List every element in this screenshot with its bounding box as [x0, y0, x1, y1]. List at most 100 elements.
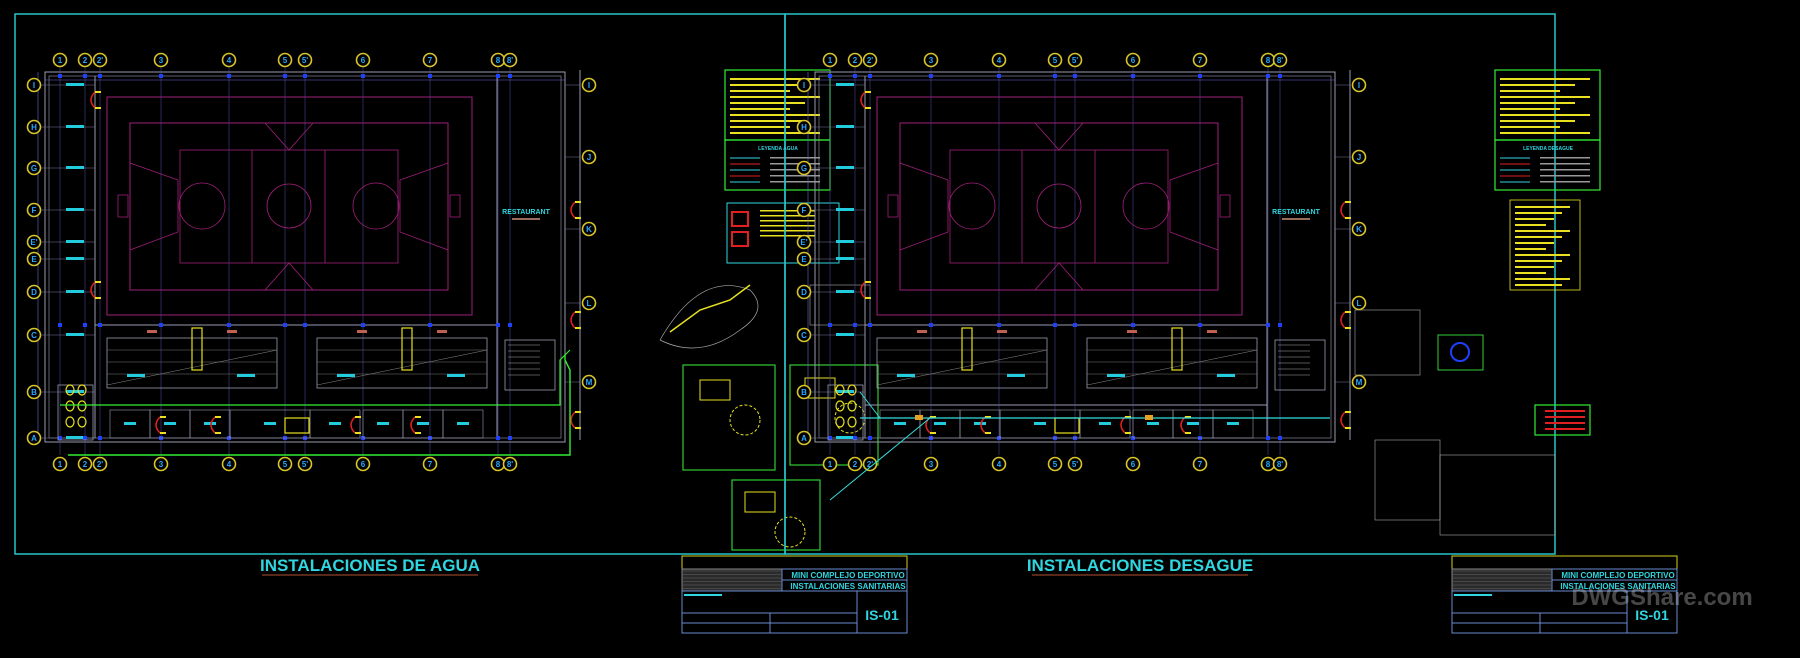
note-line [1545, 410, 1585, 412]
door-frame [1345, 327, 1351, 329]
grid-bubble-label: 4 [997, 460, 1002, 469]
door-frame [1125, 432, 1131, 434]
key-circle [1122, 182, 1170, 230]
isometric-pipe [669, 284, 751, 333]
door-frame [1125, 416, 1131, 418]
grid-bubble: 8' [502, 52, 518, 68]
legend-text-line [1540, 163, 1590, 165]
grid-bubble-label: 2' [867, 460, 873, 469]
grid-bubble: I [796, 77, 812, 93]
three-point-line [129, 162, 179, 251]
structural-column [1278, 323, 1282, 327]
fixture-detail [774, 516, 806, 548]
grid-bubble-circle [502, 52, 518, 68]
sheet-drainage[interactable]: 11222'2'3344555'5'6677888'8'IHGFE'EDCBAI… [784, 13, 1678, 634]
grid-bubble-circle [422, 456, 438, 472]
fixture-marker [1217, 374, 1235, 377]
hoop [449, 194, 461, 218]
structural-column [929, 74, 933, 78]
toilet-fixture [65, 400, 75, 412]
grid-bubble-label: A [31, 434, 37, 443]
structural-column [303, 74, 307, 78]
grid-bubble-circle [26, 284, 42, 300]
structural-column [1266, 436, 1270, 440]
grid-bubble-label: 8 [1266, 460, 1271, 469]
grid-bubble-circle [52, 456, 68, 472]
grid-bubble-circle [581, 221, 597, 237]
court-lines [129, 122, 449, 291]
legend-text-line [770, 175, 820, 177]
grid-bubble-label: I [1358, 81, 1360, 90]
room [442, 409, 484, 439]
grid-bubble-label: 5' [1072, 56, 1078, 65]
door-swing [1340, 201, 1346, 219]
fixture-marker [66, 290, 84, 293]
grid-bubble-label: 1 [58, 460, 63, 469]
grid-bubble-circle [26, 384, 42, 400]
door-frame [1345, 427, 1351, 429]
detail-section [1374, 439, 1441, 521]
structural-column [159, 323, 163, 327]
note-line [1515, 236, 1562, 238]
grid-bubble-label: H [801, 123, 807, 132]
sheet-title: INSTALACIONES DESAGUE [1027, 556, 1253, 575]
structural-column [361, 323, 365, 327]
grid-bubble: 1 [52, 52, 68, 68]
note-line [1515, 254, 1570, 256]
grid-bubble-circle [1067, 52, 1083, 68]
grid-bubble-label: L [587, 299, 592, 308]
sports-court [876, 96, 1243, 316]
toilet-fixture [65, 384, 75, 396]
grid-bubble-label: 2 [853, 56, 858, 65]
court-lines [899, 122, 1219, 291]
legend-text-line [1540, 169, 1590, 171]
grid-bubble: 8' [1272, 456, 1288, 472]
door-frame [985, 432, 991, 434]
room-label-underline [1282, 218, 1310, 220]
grid-bubble-label: B [801, 388, 807, 397]
door-frame [575, 311, 581, 313]
grid-bubble: 1 [822, 456, 838, 472]
grid-bubble-label: 1 [58, 56, 63, 65]
grid-bubble-label: 6 [361, 56, 366, 65]
grid-bubble-label: 4 [997, 56, 1002, 65]
fixture-marker [836, 83, 854, 86]
three-point-line [899, 162, 949, 251]
grid-bubble-circle [991, 456, 1007, 472]
project-name: MINI COMPLEJO DEPORTIVO [1561, 571, 1674, 580]
restroom-area [57, 384, 94, 441]
structural-column [496, 74, 500, 78]
grid-bubble-circle [26, 160, 42, 176]
note-line [1515, 272, 1546, 274]
grid-bubble-label: B [31, 388, 37, 397]
fixture-marker [66, 257, 84, 260]
fixture-marker [337, 374, 355, 377]
door-swing [210, 416, 216, 434]
fixture-marker [1007, 374, 1025, 377]
fixture-marker [66, 166, 84, 169]
court-marking [264, 122, 314, 151]
grid-bubble-circle [92, 52, 108, 68]
grid-bubble-label: 2' [97, 460, 103, 469]
grid-bubble-label: 8' [507, 56, 513, 65]
note-line [1500, 114, 1590, 116]
door-frame [355, 416, 361, 418]
grid-bubble-circle [1351, 77, 1367, 93]
tank [284, 417, 310, 434]
grid-bubble-label: I [33, 81, 35, 90]
sheet-water[interactable]: 11222'2'3344555'5'6677888'8'IHGFE'EDCBAI… [14, 13, 908, 634]
fixture-marker [66, 240, 84, 243]
valve-box-detail [731, 231, 749, 247]
grid-bubble-circle [52, 52, 68, 68]
fixture-marker [66, 125, 84, 128]
grid-bubble: 5' [1067, 456, 1083, 472]
grid-bubble: C [26, 327, 42, 343]
grid-bubble-label: 8 [1266, 56, 1271, 65]
fixture-marker [417, 422, 429, 425]
note-line [1515, 242, 1554, 244]
structural-column [58, 323, 62, 327]
structural-column [1053, 74, 1057, 78]
fixture-marker [1187, 422, 1199, 425]
restroom [827, 384, 864, 441]
